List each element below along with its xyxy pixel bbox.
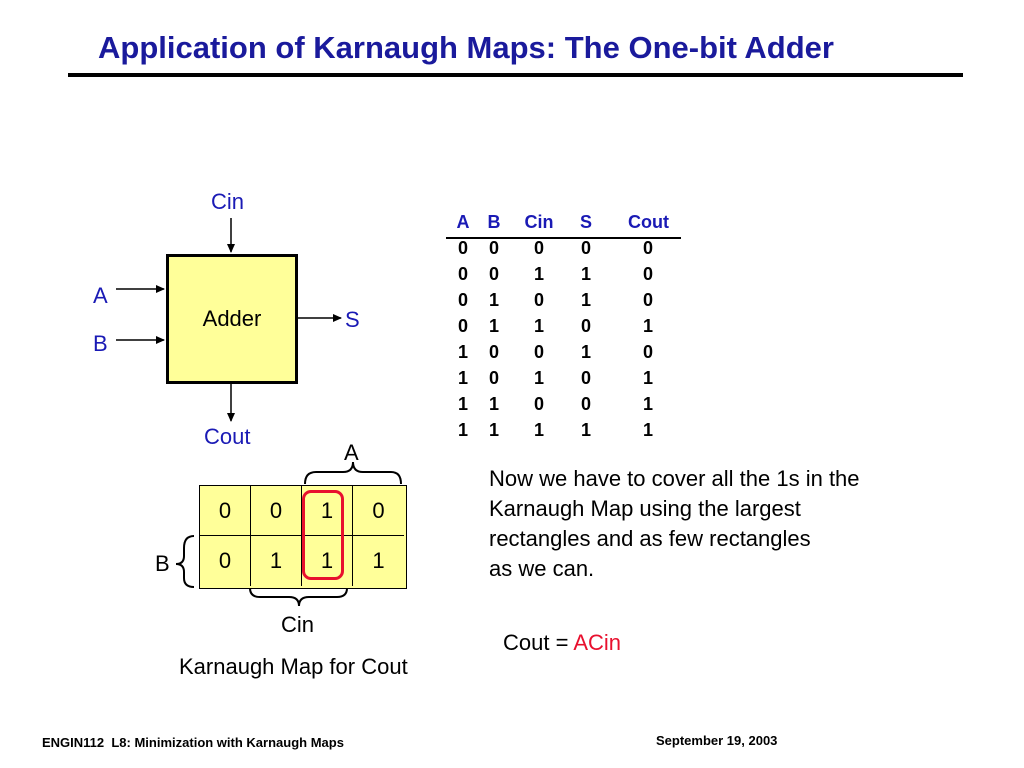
- a-input-label: A: [93, 283, 108, 308]
- adder-block: Adder: [166, 254, 298, 384]
- header-b: B: [487, 212, 501, 232]
- cell-s: 1: [580, 264, 591, 284]
- adder-label: Adder: [202, 306, 262, 331]
- cell-cout: 1: [642, 316, 653, 336]
- cell-cout: 0: [642, 264, 653, 284]
- header-a: A: [456, 212, 470, 232]
- explanation-line: rectangles and as few rectangles: [489, 526, 811, 551]
- cell-cin: 0: [533, 290, 544, 310]
- cout-formula: Cout = ACin: [503, 630, 621, 656]
- a-brace: [304, 461, 402, 485]
- cell-cout: 1: [642, 394, 653, 414]
- cell-a: 1: [457, 394, 468, 414]
- kmap-b-label: B: [155, 551, 170, 576]
- cell-cout: 0: [642, 238, 653, 258]
- kmap-cell: 0: [200, 536, 251, 586]
- header-cout: Cout: [628, 212, 669, 232]
- cell-a: 1: [457, 420, 468, 440]
- formula-result: ACin: [573, 630, 622, 655]
- table-row: 1 1 0 0 1: [446, 394, 686, 419]
- footer-date: September 19, 2003: [656, 733, 778, 748]
- cell-b: 0: [488, 342, 499, 362]
- cell-cout: 1: [642, 368, 653, 388]
- b-input-label: B: [93, 331, 108, 356]
- b-brace: [175, 535, 195, 588]
- kmap-cell: 1: [251, 536, 302, 586]
- cell-cout: 1: [642, 420, 653, 440]
- formula-prefix: Cout =: [503, 630, 574, 655]
- table-row: 0 1 0 1 0: [446, 290, 686, 315]
- cell-a: 1: [457, 342, 468, 362]
- cell-a: 0: [457, 316, 468, 336]
- cell-cout: 0: [642, 290, 653, 310]
- cell-a: 1: [457, 368, 468, 388]
- cell-s: 0: [580, 238, 591, 258]
- kmap-cell: 0: [353, 486, 404, 536]
- cell-b: 1: [488, 290, 499, 310]
- cell-cin: 1: [533, 420, 544, 440]
- cell-b: 1: [488, 420, 499, 440]
- cell-cout: 0: [642, 342, 653, 362]
- table-row: 0 1 1 0 1: [446, 316, 686, 341]
- explanation-line: as we can.: [489, 556, 595, 581]
- kmap-cell: 1: [372, 548, 385, 573]
- table-row: 1 1 1 1 1: [446, 420, 686, 445]
- cell-cin: 0: [533, 342, 544, 362]
- kmap-cell: 1: [302, 486, 353, 536]
- cell-s: 0: [580, 316, 591, 336]
- cin-brace: [249, 587, 348, 607]
- table-row: 0 0 1 1 0: [446, 264, 686, 289]
- table-row: 1 0 0 1 0: [446, 342, 686, 367]
- kmap-cell: 0: [251, 486, 302, 536]
- cell-a: 0: [457, 290, 468, 310]
- cell-cin: 1: [533, 264, 544, 284]
- cell-s: 1: [580, 342, 591, 362]
- cell-b: 0: [488, 368, 499, 388]
- cell-a: 0: [457, 238, 468, 258]
- cell-s: 1: [580, 290, 591, 310]
- header-s: S: [579, 212, 592, 232]
- cell-b: 0: [488, 238, 499, 258]
- table-row: 1 0 1 0 1: [446, 368, 686, 393]
- cout-output-label: Cout: [204, 424, 251, 449]
- cell-s: 0: [580, 394, 591, 414]
- cell-s: 0: [580, 368, 591, 388]
- cin-input-label: Cin: [211, 189, 245, 214]
- kmap-grouping-rectangle: [302, 490, 344, 580]
- kmap-cell: 0: [200, 486, 251, 536]
- cell-cin: 0: [533, 238, 544, 258]
- explanation-line: Karnaugh Map using the largest: [489, 496, 801, 521]
- title-underline: [68, 73, 963, 77]
- cell-b: 0: [488, 264, 499, 284]
- kmap-cin-label: Cin: [281, 612, 315, 637]
- footer-course: ENGIN112 L8: Minimization with Karnaugh …: [42, 735, 344, 750]
- cell-cin: 1: [533, 316, 544, 336]
- truth-table-header: A B Cin S Cout: [446, 212, 686, 237]
- s-output-label: S: [345, 307, 360, 332]
- explanation-line: Now we have to cover all the 1s in the: [489, 466, 860, 491]
- cell-s: 1: [580, 420, 591, 440]
- cell-a: 0: [457, 264, 468, 284]
- page-title: Application of Karnaugh Maps: The One-bi…: [98, 30, 834, 65]
- explanation-text: Now we have to cover all the 1s in the K…: [489, 464, 949, 584]
- truth-table-header-rule: [446, 237, 681, 239]
- cell-b: 1: [488, 394, 499, 414]
- table-row: 0 0 0 0 0: [446, 238, 686, 263]
- kmap-cell: 1: [302, 536, 353, 586]
- header-cin: Cin: [524, 212, 554, 232]
- cell-cin: 1: [533, 368, 544, 388]
- kmap-caption: Karnaugh Map for Cout: [179, 654, 408, 679]
- cell-b: 1: [488, 316, 499, 336]
- cell-cin: 0: [533, 394, 544, 414]
- kmap-a-label: A: [344, 440, 359, 465]
